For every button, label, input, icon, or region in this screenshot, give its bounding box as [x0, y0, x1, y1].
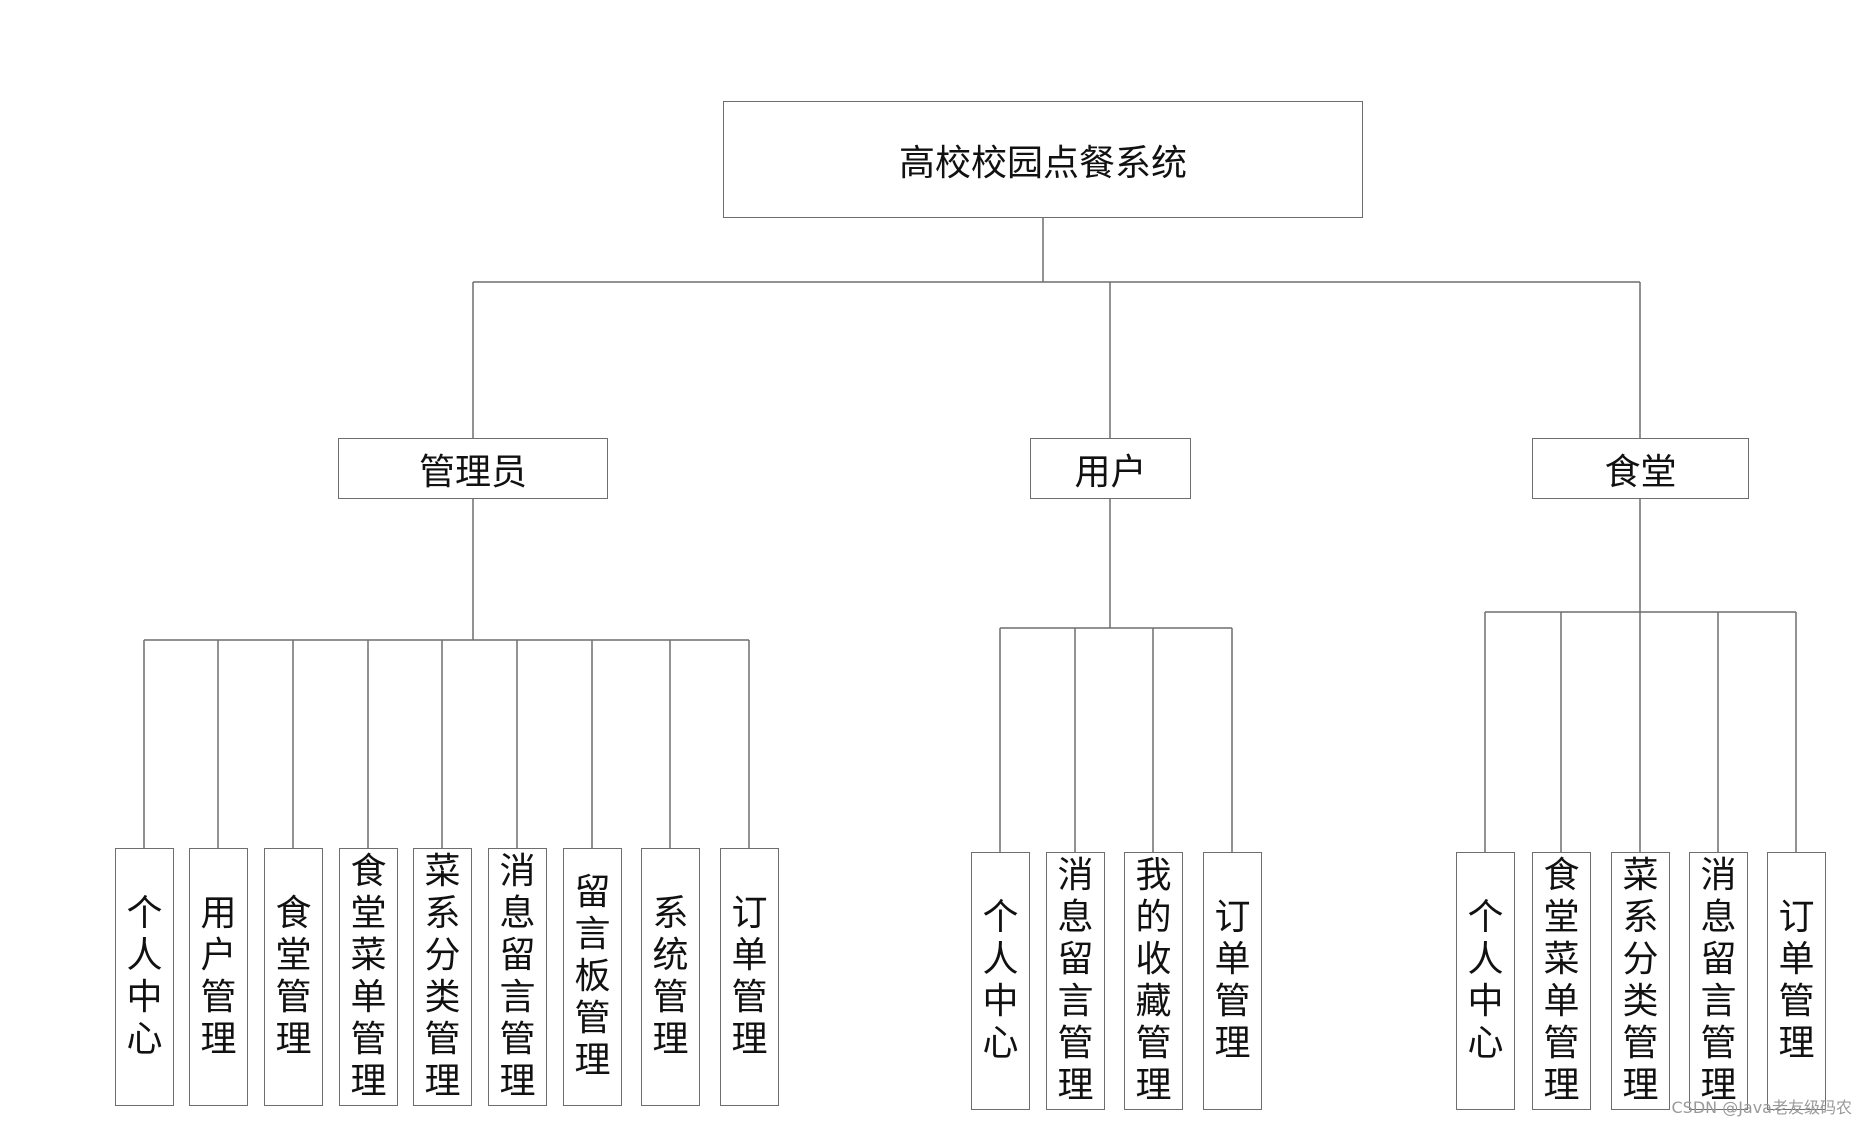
canteen-module-label: 菜系分类管理 [1622, 855, 1659, 1106]
watermark-text: CSDN @Java老友级码农 [1671, 1098, 1852, 1117]
user-module-label: 个人中心 [982, 897, 1019, 1064]
admin-module-label: 个人中心 [126, 893, 163, 1060]
admin-module-box: 系统管理 [641, 848, 700, 1106]
user-module-box: 个人中心 [971, 852, 1030, 1110]
admin-module-label: 留言板管理 [574, 872, 611, 1081]
system-title: 高校校园点餐系统 [898, 142, 1187, 184]
admin-module-box: 消息留言管理 [488, 848, 547, 1106]
canteen-module-label: 个人中心 [1467, 897, 1504, 1064]
admin-module-label: 用户管理 [200, 893, 237, 1060]
canteen-module-box: 菜系分类管理 [1611, 852, 1670, 1110]
admin-module-label: 菜系分类管理 [424, 851, 461, 1102]
user-module-box: 订单管理 [1203, 852, 1262, 1110]
admin-module-box: 食堂管理 [264, 848, 323, 1106]
admin-module-label: 订单管理 [731, 893, 768, 1060]
role-box-user: 用户 [1030, 438, 1191, 499]
role-box-canteen: 食堂 [1532, 438, 1749, 499]
admin-module-box: 个人中心 [115, 848, 174, 1106]
admin-module-box: 用户管理 [189, 848, 248, 1106]
role-label-canteen: 食堂 [1604, 451, 1677, 493]
canteen-module-label: 订单管理 [1778, 897, 1815, 1064]
admin-module-box: 订单管理 [720, 848, 779, 1106]
admin-module-label: 食堂管理 [275, 893, 312, 1060]
canteen-module-label: 食堂菜单管理 [1543, 855, 1580, 1106]
system-title-box: 高校校园点餐系统 [723, 101, 1363, 218]
canteen-module-box: 消息留言管理 [1689, 852, 1748, 1110]
admin-module-label: 消息留言管理 [499, 851, 536, 1102]
user-module-box: 消息留言管理 [1046, 852, 1105, 1110]
role-label-user: 用户 [1074, 451, 1147, 493]
canteen-module-box: 食堂菜单管理 [1532, 852, 1591, 1110]
admin-module-label: 食堂菜单管理 [350, 851, 387, 1102]
user-module-box: 我的收藏管理 [1124, 852, 1183, 1110]
user-module-label: 订单管理 [1214, 897, 1251, 1064]
canteen-module-label: 消息留言管理 [1700, 855, 1737, 1106]
role-label-admin: 管理员 [418, 451, 527, 493]
admin-module-box: 食堂菜单管理 [339, 848, 398, 1106]
canteen-module-box: 个人中心 [1456, 852, 1515, 1110]
admin-module-label: 系统管理 [652, 893, 689, 1060]
admin-module-box: 菜系分类管理 [413, 848, 472, 1106]
user-module-label: 我的收藏管理 [1135, 855, 1172, 1106]
user-module-label: 消息留言管理 [1057, 855, 1094, 1106]
canteen-module-box: 订单管理 [1767, 852, 1826, 1110]
role-box-admin: 管理员 [338, 438, 608, 499]
admin-module-box: 留言板管理 [563, 848, 622, 1106]
